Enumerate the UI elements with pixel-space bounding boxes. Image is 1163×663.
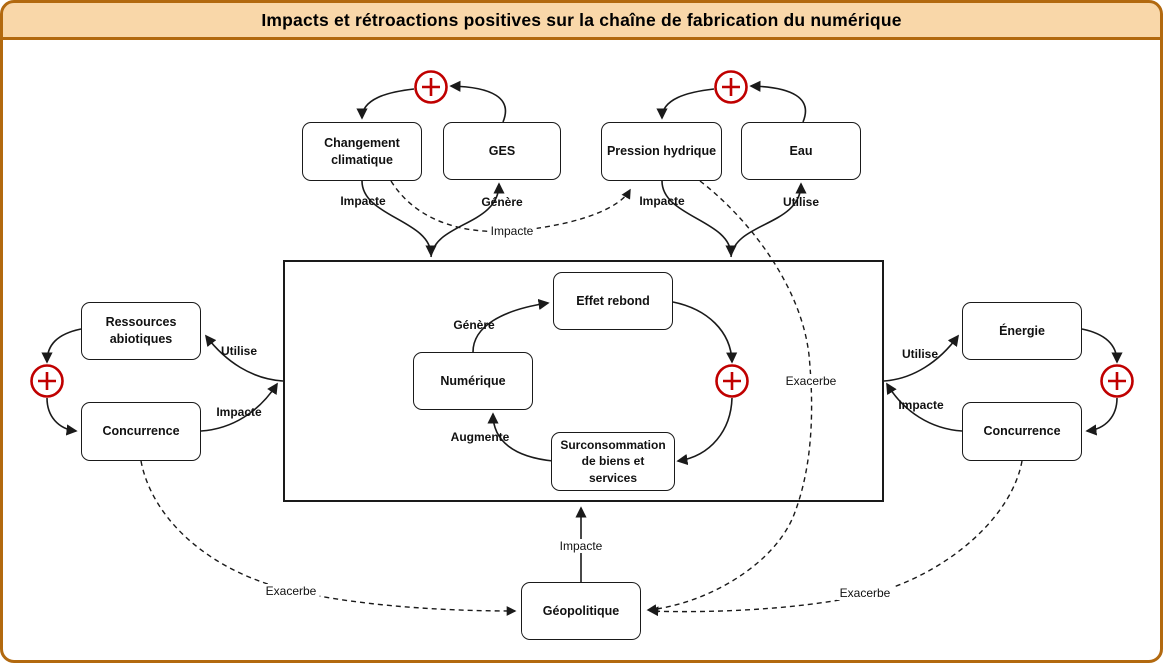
- edge-climat-impacte-chaine: [361, 180, 437, 257]
- edge-chaine-utilise-energie: [883, 334, 959, 382]
- edge-chaine-genere-ges: [430, 182, 505, 258]
- node-geopolitique: Géopolitique: [521, 582, 641, 640]
- node-numerique: Numérique: [413, 352, 533, 410]
- edge-label-climat-impacte-pression: Impacte: [487, 224, 537, 238]
- title-bar: Impacts et rétroactions positives sur la…: [3, 3, 1160, 40]
- edge-chaine-utilise-ressources: [204, 334, 284, 382]
- node-energie: Énergie: [962, 302, 1082, 360]
- node-ressources-abiotiques: Ressources abiotiques: [81, 302, 201, 360]
- edge-plus-to-surconsommation: [676, 397, 733, 466]
- edge-plus-to-changement-climatique: [356, 88, 415, 120]
- edge-concurrence-droite-impacte-chaine: [886, 382, 963, 432]
- edge-plus-to-concurrence-gauche: [46, 397, 78, 436]
- edge-label-augmente: Augmente: [450, 430, 510, 444]
- solid-edges: [41, 80, 1123, 582]
- node-eau: Eau: [741, 122, 861, 180]
- edge-label-concurrence-droite-impacte: Impacte: [898, 398, 944, 412]
- edge-plus-to-pression-hydrique: [656, 88, 715, 120]
- edge-ges-to-plus: [449, 80, 507, 123]
- edge-chaine-utilise-eau: [730, 182, 807, 258]
- edge-numerique-genere-effet-rebond: [472, 298, 550, 353]
- edge-concurrence-gauche-impacte-chaine: [200, 382, 278, 432]
- node-ges: GES: [443, 122, 561, 180]
- edge-label-concurrence-gauche-impacte: Impacte: [216, 405, 262, 419]
- edge-label-utilise-eau: Utilise: [782, 195, 820, 209]
- edge-label-genere-ges: Génère: [481, 195, 523, 209]
- edge-effet-rebond-to-plus: [672, 301, 738, 364]
- edge-label-utilise-energie: Utilise: [901, 347, 939, 361]
- plus-circle-icon-left: [30, 364, 64, 398]
- node-concurrence-gauche: Concurrence: [81, 402, 201, 461]
- edge-eau-to-plus: [749, 80, 807, 123]
- edge-ressources-to-plus: [41, 328, 82, 364]
- edge-label-climat-impacte: Impacte: [340, 194, 386, 208]
- edge-label-pression-exacerbe: Exacerbe: [782, 374, 840, 388]
- positive-feedback-icons: [30, 70, 1134, 398]
- plus-circle-icon-center: [715, 364, 749, 398]
- edge-energie-to-plus: [1081, 328, 1123, 364]
- edge-label-pression-impacte: Impacte: [639, 194, 685, 208]
- edge-concurrence-gauche-exacerbe-geopolitique: [140, 460, 517, 616]
- node-pression-hydrique: Pression hydrique: [601, 122, 722, 181]
- plus-circle-icon-top-right: [714, 70, 748, 104]
- edge-label-exacerbe-droite: Exacerbe: [836, 586, 894, 600]
- node-changement-climatique: Changement climatique: [302, 122, 422, 181]
- edge-label-utilise-ressources: Utilise: [220, 344, 258, 358]
- edge-pression-impacte-chaine: [661, 180, 737, 257]
- node-effet-rebond: Effet rebond: [553, 272, 673, 330]
- edge-label-genere-effet-rebond: Génère: [453, 318, 495, 332]
- edge-label-geopolitique-impacte: Impacte: [556, 539, 606, 553]
- page-title: Impacts et rétroactions positives sur la…: [261, 9, 902, 30]
- node-surconsommation: Surconsommation de biens et services: [551, 432, 675, 491]
- edge-surconsommation-augmente-numerique: [487, 412, 554, 462]
- edge-plus-to-concurrence-droite: [1085, 397, 1118, 436]
- edge-label-exacerbe-gauche: Exacerbe: [262, 584, 320, 598]
- plus-circle-icon-top-left: [414, 70, 448, 104]
- node-concurrence-droite: Concurrence: [962, 402, 1082, 461]
- plus-circle-icon-right: [1100, 364, 1134, 398]
